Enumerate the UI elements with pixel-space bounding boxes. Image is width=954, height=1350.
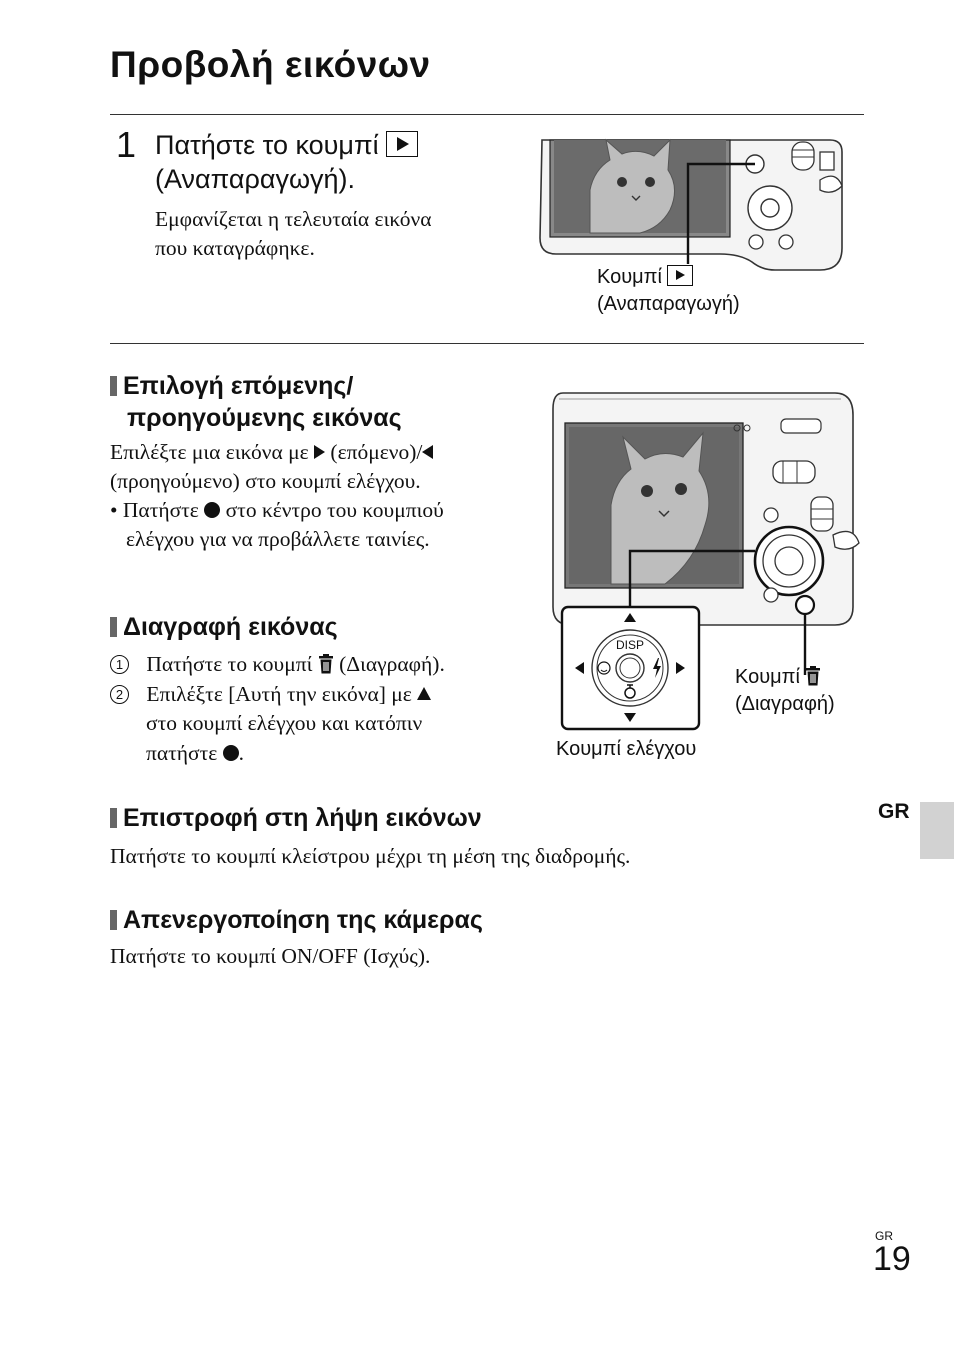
- step-circle-1: 1: [110, 655, 129, 674]
- select-bullet-b: στο κέντρο του κουμπιού: [225, 498, 444, 522]
- step1-desc-line1: Εμφανίζεται η τελευταία εικόνα: [155, 207, 432, 231]
- step-number: 1: [116, 124, 137, 165]
- delete-heading-text: Διαγραφή εικόνας: [123, 613, 338, 641]
- select-bullet-a: • Πατήστε: [110, 498, 199, 522]
- delete-item1-b: (Διαγραφή).: [339, 652, 445, 676]
- off-heading: Απενεργοποίηση της κάμερας: [110, 904, 483, 936]
- disp-label: DISP: [616, 638, 644, 652]
- delete-item2-line3: πατήστε: [146, 740, 218, 765]
- select-heading-line2: προηγούμενης εικόνας: [127, 404, 402, 432]
- step1-heading-line2: (Αναπαραγωγή).: [155, 164, 356, 194]
- center-dot-icon: [222, 744, 239, 761]
- select-line1-b: (επόμενο)/: [330, 440, 423, 464]
- smile-icon: [597, 661, 611, 675]
- delete-item2-a: Επιλέξτε [Αυτή την εικόνα] με: [146, 681, 412, 706]
- footer-language: GR: [875, 1229, 893, 1243]
- left-arrow-icon: [422, 445, 434, 459]
- control-button-label: Κουμπί ελέγχου: [556, 738, 697, 760]
- step1-description: Εμφανίζεται η τελευταία εικόνα που καταγ…: [155, 205, 431, 263]
- heading-marker: [110, 617, 117, 637]
- trash-icon: [318, 654, 333, 674]
- off-heading-text: Απενεργοποίηση της κάμερας: [123, 906, 483, 934]
- delete-callout-line2: (Διαγραφή): [735, 693, 835, 715]
- step1-desc-line2: που καταγράφηκε.: [155, 236, 315, 260]
- right-arrow-icon: [676, 662, 685, 674]
- delete-body: 1 Πατήστε το κουμπί (Διαγραφή). 2 Επιλέξ…: [110, 650, 445, 768]
- top-divider: [110, 114, 864, 115]
- delete-item1-a: Πατήστε το κουμπί: [146, 652, 313, 676]
- heading-marker: [110, 376, 117, 396]
- page-number: 19: [873, 1240, 911, 1278]
- heading-marker: [110, 910, 117, 930]
- delete-heading: Διαγραφή εικόνας: [110, 611, 338, 643]
- right-arrow-icon: [314, 445, 326, 459]
- playback-callout-line2: (Αναπαραγωγή): [597, 293, 740, 315]
- step1-heading: Πατήστε το κουμπί (Αναπαραγωγή).: [155, 128, 535, 196]
- off-text: Πατήστε το κουμπί ON/OFF (Ισχύς).: [110, 944, 431, 968]
- playback-icon: [386, 131, 419, 157]
- page-title: Προβολή εικόνων: [110, 44, 431, 85]
- playback-callout: Κουμπί (Αναπαραγωγή): [597, 264, 740, 318]
- camera-back-illustration-2: DISP: [552, 392, 860, 731]
- return-text: Πατήστε το κουμπί κλείστρου μέχρι τη μέσ…: [110, 844, 631, 868]
- camera-back-illustration-1: [539, 138, 843, 271]
- return-heading-text: Επιστροφή στη λήψη εικόνων: [123, 804, 482, 832]
- return-heading: Επιστροφή στη λήψη εικόνων: [110, 802, 482, 834]
- step-circle-2: 2: [110, 684, 129, 704]
- select-body: Επιλέξτε μια εικόνα με (επόμενο)/ (προηγ…: [110, 438, 444, 554]
- delete-callout-line1: Κουμπί: [735, 666, 800, 688]
- up-arrow-icon: [417, 686, 432, 700]
- playback-icon-small: [667, 265, 694, 286]
- select-line2: (προηγούμενο) στο κουμπί ελέγχου.: [110, 469, 421, 493]
- step1-heading-line1: Πατήστε το κουμπί: [155, 130, 379, 160]
- center-dot-icon: [204, 502, 221, 518]
- delete-item2-line2: στο κουμπί ελέγχου και κατόπιν: [146, 711, 423, 735]
- delete-item2-period: .: [238, 740, 245, 765]
- select-heading-line1: Επιλογή επόμενης/: [123, 372, 354, 400]
- down-arrow-icon: [624, 713, 636, 722]
- language-side-label: GR: [878, 800, 910, 823]
- select-bullet-line2: ελέγχου για να προβάλλετε ταινίες.: [126, 527, 430, 551]
- cat-image: [589, 138, 675, 234]
- heading-marker: [110, 808, 117, 828]
- playback-callout-line1: Κουμπί: [597, 266, 662, 288]
- up-arrow-icon: [624, 613, 636, 622]
- section-divider: [110, 343, 864, 344]
- delete-button: [794, 594, 816, 616]
- language-side-tab: [920, 802, 954, 859]
- flash-icon: [653, 658, 661, 678]
- select-heading: Επιλογή επόμενης/ προηγούμενης εικόνας: [110, 370, 402, 434]
- delete-callout: Κουμπί (Διαγραφή): [735, 664, 835, 718]
- trash-icon: [806, 666, 821, 686]
- control-button-detail: DISP: [560, 605, 701, 731]
- left-arrow-icon: [575, 662, 584, 674]
- cat-image: [610, 431, 710, 585]
- select-line1-a: Επιλέξτε μια εικόνα με: [110, 440, 309, 464]
